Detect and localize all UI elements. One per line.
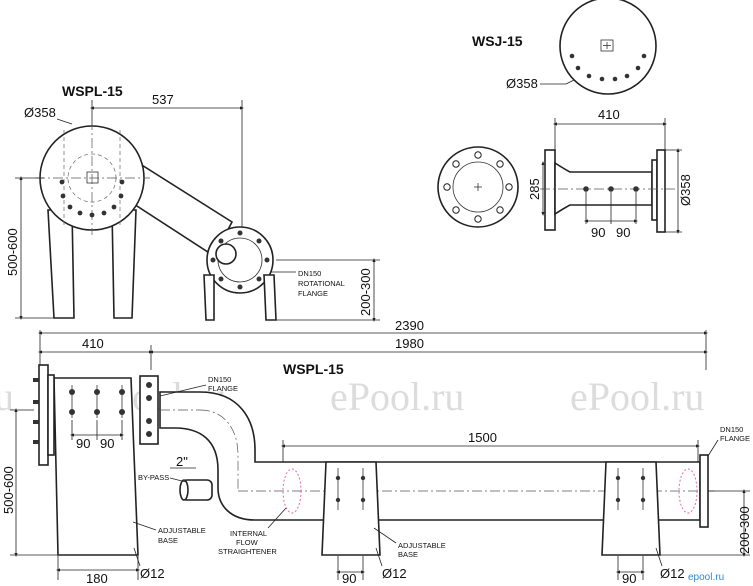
wspl-dim-410: 410: [82, 336, 104, 351]
wspl-outlet-leg: [203, 274, 215, 321]
wsj-dim-90a: 90: [591, 225, 605, 240]
wspl-dim-1500: 1500: [468, 430, 497, 445]
wspl-pipe-run: [159, 391, 701, 521]
post-dim-90a: 90: [76, 436, 90, 451]
wspl-inlet-flange: [38, 364, 49, 466]
wspl-dim-1980: 1980: [395, 336, 424, 351]
dn150-rotational-label: DN150: [298, 269, 321, 278]
wspl-disc-bolts: [59, 179, 125, 218]
dn150-flange-right-label: DN150: [720, 425, 743, 434]
wsj-dim-285: 285: [527, 178, 542, 200]
wsj-bolt-holes: [569, 53, 647, 82]
wspl-dim-537: 537: [152, 92, 174, 107]
wspl-dim-500-600: 500-600: [5, 228, 20, 276]
wspl-left-post: [53, 377, 139, 556]
wspl-front-view: 2390 410 1980 WSPL-15: [1, 318, 752, 586]
logo-backdrop: [684, 566, 753, 586]
internal-flow-label: STRAIGHTENER: [218, 547, 277, 556]
flow-straightener-right: [678, 468, 698, 514]
wspl-outlet-flange: [206, 226, 274, 294]
watermark: ePool.ru: [570, 374, 704, 419]
epool-logo: epool.ru: [688, 572, 724, 583]
wspl-dim-12a: Ø12: [140, 566, 165, 581]
dn150-flange-left-label: DN150: [208, 375, 231, 384]
adjustable-base-left-label: BASE: [158, 536, 178, 545]
wspl-bottom-title: WSPL-15: [283, 361, 344, 377]
wspl-inlet-plate: [47, 374, 55, 456]
wspl-right-saddle: [601, 461, 661, 556]
adjustable-base-mid-label: ADJUSTABLE: [398, 541, 446, 550]
wspl-mid-saddle: [321, 461, 381, 556]
dn150-rotational-label: ROTATIONAL: [298, 279, 345, 288]
wspl-leg-left: [47, 209, 75, 319]
dn150-flange-left-label: FLANGE: [208, 384, 238, 393]
wspl-dim-2390: 2390: [395, 318, 424, 333]
wsj-side-view: 410 285 Ø358 90 90: [527, 107, 693, 240]
wspl-outlet-leg: [263, 274, 277, 321]
flow-straightener-left: [282, 468, 302, 514]
wspl-top-title: WSPL-15: [62, 83, 123, 99]
wsj-flange-disc: [559, 0, 657, 95]
right-dim-12: Ø12: [660, 566, 685, 581]
wspl-mid-flange: [139, 375, 159, 445]
bypass-label: BY-PASS: [138, 473, 169, 482]
mid-dim-90: 90: [342, 571, 356, 586]
wspl-dim-200-300-bottom: 200-300: [737, 506, 752, 554]
watermark-fragment: u: [0, 374, 14, 419]
dn150-flange-right-label: FLANGE: [720, 434, 750, 443]
wsj-dim-410: 410: [598, 107, 620, 122]
bypass-end: [179, 479, 189, 501]
wspl-side-view: WSPL-15 Ø358 537: [5, 83, 380, 322]
adjustable-base-left-label: ADJUSTABLE: [158, 526, 206, 535]
mid-dim-12: Ø12: [382, 566, 407, 581]
wspl-inlet-bolts: [33, 378, 39, 444]
internal-flow-label: INTERNAL: [230, 529, 267, 538]
wspl-outlet-bolts: [210, 230, 270, 290]
wsj-top-view: WSJ-15 Ø358: [472, 0, 657, 95]
wsj-dim-90b: 90: [616, 225, 630, 240]
wsj-flange-view: [437, 146, 519, 228]
wspl-post-bolts: [69, 385, 125, 418]
wsj-title: WSJ-15: [472, 33, 523, 49]
bypass-size-label: 2": [176, 454, 188, 469]
wsj-flange-bore: [452, 161, 504, 213]
dn150-rotational-label: FLANGE: [298, 289, 328, 298]
wsj-center-mark: [600, 39, 614, 52]
internal-flow-label: FLOW: [236, 538, 259, 547]
post-dim-90b: 90: [100, 436, 114, 451]
wsj-diameter-label: Ø358: [506, 76, 538, 91]
wsj-dim-358: Ø358: [678, 174, 693, 206]
wsj-side-left-flange: [544, 149, 556, 231]
wsj-side-right-flange: [656, 149, 666, 233]
wspl-outlet-flange-right: [699, 454, 709, 528]
wsj-leader: [565, 79, 575, 85]
wspl-mid-flange-bolts: [146, 382, 152, 437]
wspl-diameter-label: Ø358: [24, 105, 56, 120]
wsj-flange-bolts: [443, 151, 513, 223]
wspl-dim-180: 180: [86, 571, 108, 586]
adjustable-base-mid-label: BASE: [398, 550, 418, 559]
watermark: ePool.ru: [330, 374, 464, 419]
right-dim-90: 90: [622, 571, 636, 586]
wspl-elbow-end: [215, 243, 237, 265]
wspl-dim-200-300: 200-300: [358, 268, 373, 316]
wspl-leg-right: [111, 209, 137, 319]
wspl-dim-500-600-bottom: 500-600: [1, 466, 16, 514]
